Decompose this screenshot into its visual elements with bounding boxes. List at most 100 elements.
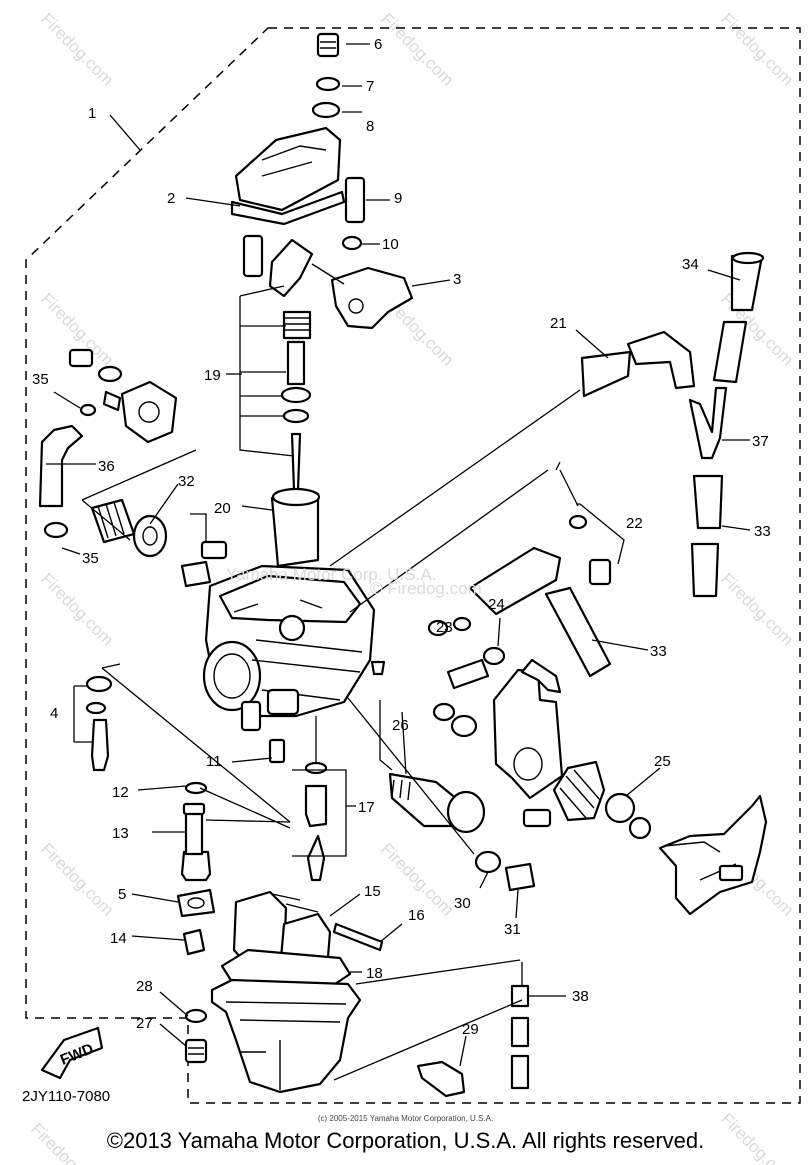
callout-6: 6 (374, 36, 382, 53)
spring-4 (85, 675, 113, 693)
needle-jet-body (184, 810, 204, 856)
callout-34: 34 (682, 256, 699, 273)
callout-13: 13 (112, 825, 129, 842)
carburetor-body (202, 564, 386, 732)
hose-33 (692, 474, 724, 530)
callout-27: 27 (136, 1015, 153, 1032)
callout-labels: 1 2 3 4 5 6 7 8 9 10 11 12 13 14 15 16 1… (32, 36, 771, 1038)
throttle-lever-3 (330, 266, 414, 330)
joint-37 (688, 386, 728, 460)
washer-8 (311, 101, 341, 119)
callout-1: 1 (88, 105, 96, 122)
callout-35: 35 (32, 371, 49, 388)
o-ring (304, 761, 328, 775)
plunger (132, 514, 168, 558)
callout-35b: 35 (82, 550, 99, 567)
washer-23 (427, 619, 449, 637)
washer (282, 408, 310, 424)
callout-12: 12 (112, 784, 129, 801)
callout-8: 8 (366, 118, 374, 135)
plunger-cap (180, 560, 212, 588)
washer (450, 714, 478, 738)
watermark: Firedog.com (37, 569, 117, 649)
washer (628, 816, 652, 840)
callout-19: 19 (204, 367, 221, 384)
main-jet-14 (182, 928, 206, 956)
fitting (102, 390, 122, 412)
callout-10: 10 (382, 236, 399, 253)
center-overlay: Yamaha Motor Corp. U.S.A. (226, 565, 436, 584)
body-boss (240, 700, 262, 732)
small-copyright: (c) 2005-2015 Yamaha Motor Corporation, … (317, 1114, 494, 1123)
washer-23 (452, 616, 472, 632)
callout-14: 14 (110, 930, 127, 947)
needle-jet-head (182, 802, 206, 816)
hose-33 (690, 542, 720, 598)
leader-lines (46, 43, 751, 1067)
hose-21 (580, 350, 632, 398)
float-needle (306, 834, 326, 882)
right-parts (329, 251, 768, 916)
callout-38: 38 (572, 988, 589, 1005)
screw-31 (504, 862, 536, 892)
watermark: Firedog.com (37, 839, 117, 919)
needle-jet-13 (180, 850, 212, 882)
screw-6 (316, 32, 340, 58)
intake-bore (202, 640, 262, 712)
bracket-screw (242, 234, 264, 278)
watermark: Firedog.com (377, 9, 457, 89)
gasket-2 (230, 190, 346, 226)
watermark: Firedog.com (717, 9, 797, 89)
callout-36: 36 (98, 458, 115, 475)
callout-16: 16 (408, 907, 425, 924)
pilot-screw (90, 718, 110, 772)
starter-cover (120, 380, 178, 444)
callout-23: 23 (436, 619, 453, 636)
body-boss (266, 688, 300, 716)
callout-11: 11 (206, 753, 222, 770)
throttle-stop (278, 614, 306, 642)
callout-29: 29 (462, 1021, 479, 1038)
diagram-code: 2JY110-7080 (22, 1088, 110, 1105)
watermark: Firedog.com (37, 9, 117, 89)
watermark: Firedog.com (717, 569, 797, 649)
throttle-valve-top (271, 487, 321, 507)
hose-33 (544, 586, 612, 678)
callout-2: 2 (167, 190, 175, 207)
callout-28: 28 (136, 978, 153, 995)
hose-36 (38, 424, 84, 508)
callout-31: 31 (504, 921, 521, 938)
callout-5: 5 (118, 886, 126, 903)
callout-22: 22 (626, 515, 643, 532)
screw-27 (184, 1038, 208, 1064)
fwd-arrow-icon (40, 1026, 104, 1080)
callout-3: 3 (453, 271, 461, 288)
screw (68, 348, 94, 368)
washer-28 (184, 1008, 208, 1024)
clip (432, 702, 456, 722)
drain-fitting-29 (416, 1060, 466, 1098)
washer-10 (341, 235, 363, 251)
hose (712, 320, 748, 384)
throttle-valve-group (239, 285, 321, 568)
callout-7: 7 (366, 78, 374, 95)
callout-24: 24 (488, 596, 505, 613)
callout-37: 37 (752, 433, 769, 450)
clip (280, 386, 312, 404)
center-watermark: © Firedog.com (370, 579, 482, 598)
callout-32: 32 (178, 473, 195, 490)
footer-copyright: ©2013 Yamaha Motor Corporation, U.S.A. A… (106, 1128, 705, 1153)
hose (468, 546, 562, 616)
callout-20: 20 (214, 500, 231, 517)
callout-18: 18 (366, 965, 383, 982)
collar-25 (604, 792, 636, 824)
hose-21-elbow (626, 330, 696, 390)
hose-38 (510, 1016, 530, 1048)
callout-25: 25 (654, 753, 671, 770)
callout-15: 15 (364, 883, 381, 900)
clip-35 (43, 521, 69, 539)
needle-holder (286, 340, 306, 386)
callout-33: 33 (754, 523, 771, 540)
